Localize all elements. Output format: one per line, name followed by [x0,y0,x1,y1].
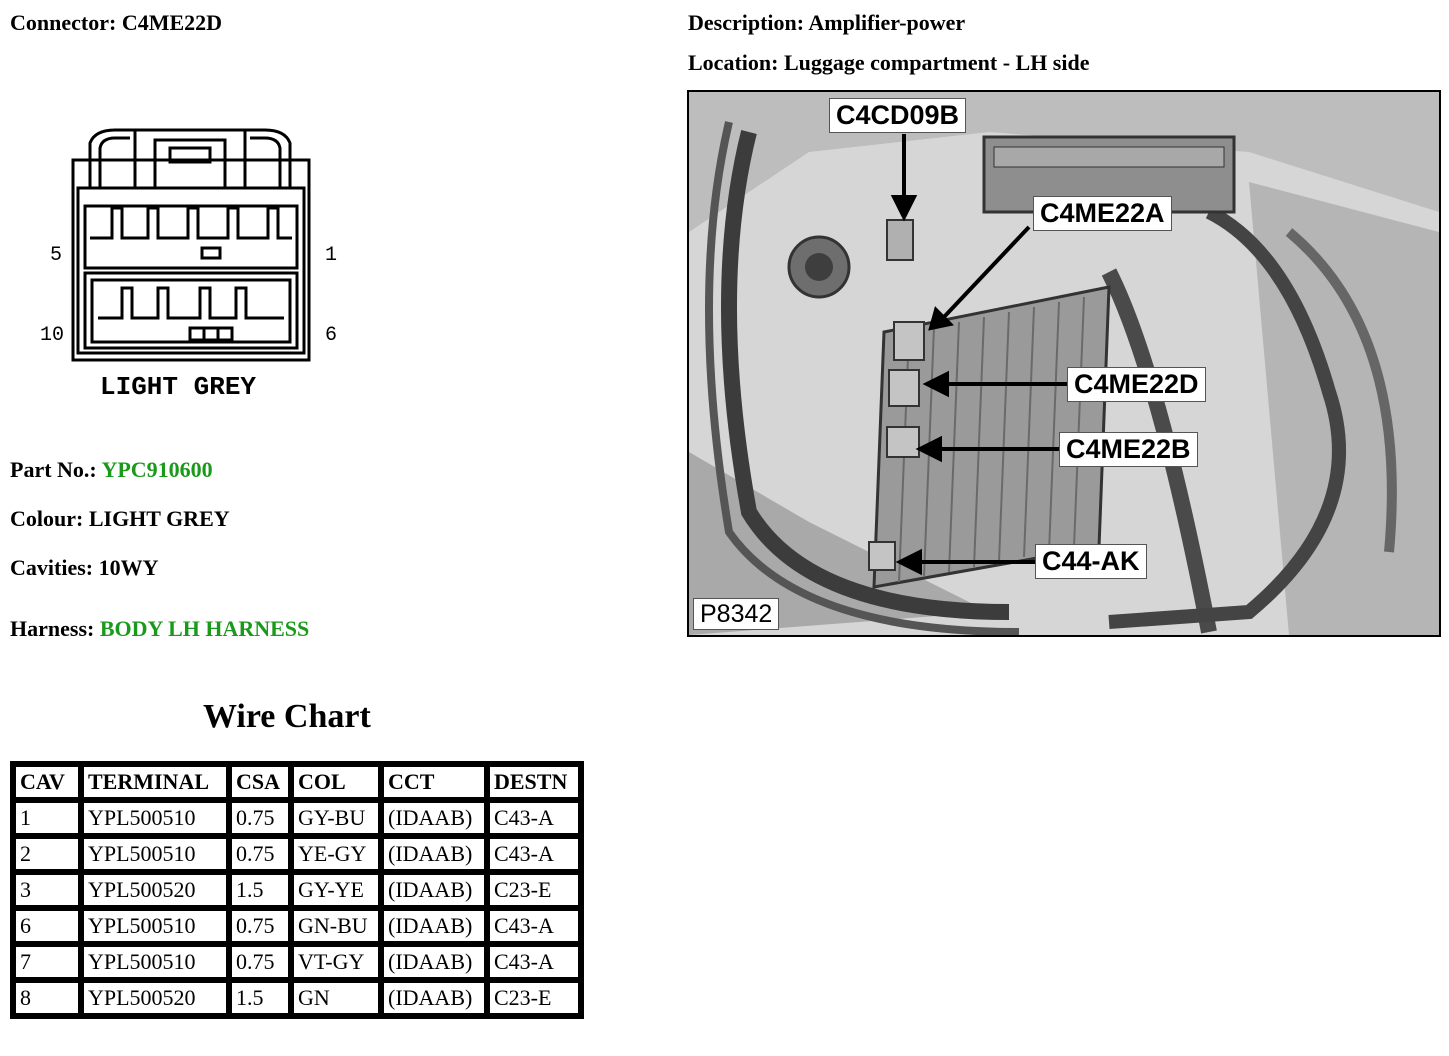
colour-label: Colour: [10,506,84,531]
cell-cav: 3 [13,872,81,908]
callout-c4cd09b: C4CD09B [829,98,967,133]
cell-col: VT-GY [291,944,381,980]
cavities-value: 10WY [98,555,159,580]
diagram-caption: LIGHT GREY [100,372,256,402]
cell-terminal: YPL500520 [81,980,229,1016]
table-header-row: CAV TERMINAL CSA COL CCT DESTN [13,764,581,800]
cell-destn: C43-A [487,944,581,980]
header-cct: CCT [381,764,487,800]
cell-destn: C43-A [487,836,581,872]
cell-csa: 1.5 [229,872,291,908]
callout-c44-ak: C44-AK [1035,544,1147,579]
cavities-label: Cavities: [10,555,94,580]
table-row: 6 YPL500510 0.75 GN-BU (IDAAB) C43-A [13,908,581,944]
description-value: Amplifier-power [808,10,966,35]
connector-face-diagram: 5 1 10 6 LIGHT GREY [40,128,337,402]
wire-chart-title: Wire Chart [203,698,371,735]
location-value: Luggage compartment - LH side [783,50,1090,75]
cell-cct: (IDAAB) [381,872,487,908]
part-no-link[interactable]: YPC910600 [101,457,213,482]
cavities-line: Cavities: 10WY [10,555,158,581]
pin-label-5: 5 [50,244,62,267]
cell-terminal: YPL500520 [81,872,229,908]
connector-value: C4ME22D [121,10,223,35]
callout-c4me22d: C4ME22D [1067,367,1206,402]
cell-destn: C43-A [487,908,581,944]
harness-line: Harness: BODY LH HARNESS [10,616,309,642]
cell-cav: 6 [13,908,81,944]
cell-cct: (IDAAB) [381,908,487,944]
table-row: 2 YPL500510 0.75 YE-GY (IDAAB) C43-A [13,836,581,872]
cell-csa: 0.75 [229,908,291,944]
part-no-line: Part No.: YPC910600 [10,457,213,483]
header-terminal: TERMINAL [81,764,229,800]
cell-cct: (IDAAB) [381,800,487,836]
cell-csa: 0.75 [229,836,291,872]
connector-label: Connector: [10,10,117,35]
cell-col: GY-YE [291,872,381,908]
part-no-label: Part No.: [10,457,97,482]
table-row: 7 YPL500510 0.75 VT-GY (IDAAB) C43-A [13,944,581,980]
cell-destn: C23-E [487,872,581,908]
cell-destn: C43-A [487,800,581,836]
cell-col: GN-BU [291,908,381,944]
description-line: Description: Amplifier-power [688,10,965,36]
location-label: Location: [688,50,779,75]
cell-cav: 1 [13,800,81,836]
cell-csa: 1.5 [229,980,291,1016]
callout-c4me22b: C4ME22B [1059,432,1198,467]
cell-cav: 2 [13,836,81,872]
cell-csa: 0.75 [229,800,291,836]
description-label: Description: [688,10,805,35]
pin-label-10: 10 [40,324,64,347]
table-row: 3 YPL500520 1.5 GY-YE (IDAAB) C23-E [13,872,581,908]
connector-line: Connector: C4ME22D [10,10,222,36]
cell-terminal: YPL500510 [81,944,229,980]
header-destn: DESTN [487,764,581,800]
cell-csa: 0.75 [229,944,291,980]
location-photo: C4CD09B C4ME22A C4ME22D C4ME22B C44-AK P… [687,90,1441,637]
header-col: COL [291,764,381,800]
header-csa: CSA [229,764,291,800]
wire-chart-table: CAV TERMINAL CSA COL CCT DESTN 1 YPL5005… [10,761,584,1019]
table-row: 1 YPL500510 0.75 GY-BU (IDAAB) C43-A [13,800,581,836]
location-line: Location: Luggage compartment - LH side [688,50,1089,76]
pin-label-1: 1 [325,244,337,267]
cell-cct: (IDAAB) [381,836,487,872]
cell-col: YE-GY [291,836,381,872]
cell-terminal: YPL500510 [81,836,229,872]
cell-terminal: YPL500510 [81,800,229,836]
cell-cct: (IDAAB) [381,944,487,980]
cell-destn: C23-E [487,980,581,1016]
cell-cav: 8 [13,980,81,1016]
colour-line: Colour: LIGHT GREY [10,506,230,532]
photo-reference: P8342 [693,598,780,630]
cell-terminal: YPL500510 [81,908,229,944]
harness-label: Harness: [10,616,95,641]
harness-link[interactable]: BODY LH HARNESS [99,616,310,641]
cell-col: GN [291,980,381,1016]
colour-value: LIGHT GREY [88,506,230,531]
cell-col: GY-BU [291,800,381,836]
cell-cav: 7 [13,944,81,980]
callout-c4me22a: C4ME22A [1033,196,1172,231]
table-row: 8 YPL500520 1.5 GN (IDAAB) C23-E [13,980,581,1016]
pin-label-6: 6 [325,324,337,347]
header-cav: CAV [13,764,81,800]
cell-cct: (IDAAB) [381,980,487,1016]
